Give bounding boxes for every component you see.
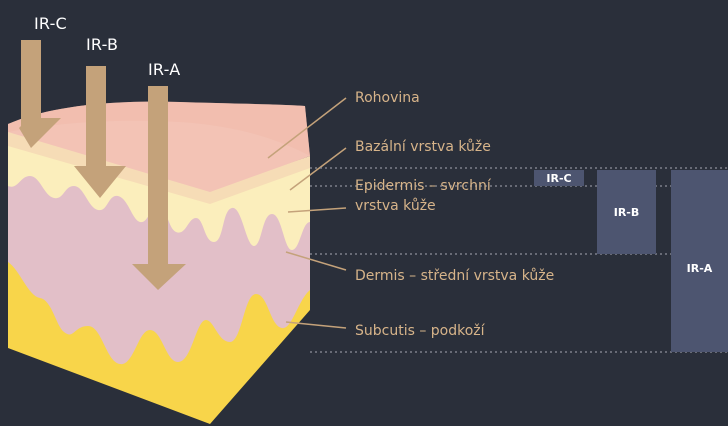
irc-label: IR-C	[34, 14, 67, 33]
label-subcutis: Subcutis – podkoží	[355, 321, 485, 341]
label-rohovina: Rohovina	[355, 88, 420, 108]
label-epidermis-line1: Epidermis – svrchní	[355, 176, 491, 196]
irb-label: IR-B	[86, 35, 118, 54]
band-irb-label: IR-B	[614, 206, 640, 219]
label-epidermis: Epidermis – svrchní vrstva kůže	[355, 176, 491, 216]
band-ira-label: IR-A	[687, 262, 713, 275]
label-bazalni: Bazální vrstva kůže	[355, 137, 491, 157]
ira-label: IR-A	[148, 60, 180, 79]
band-irb: IR-B	[597, 170, 656, 254]
band-irc-label: IR-C	[546, 172, 571, 185]
label-epidermis-line2: vrstva kůže	[355, 196, 491, 216]
band-ira: IR-A	[671, 170, 728, 352]
band-irc: IR-C	[534, 170, 584, 186]
label-dermis: Dermis – střední vrstva kůže	[355, 266, 554, 286]
